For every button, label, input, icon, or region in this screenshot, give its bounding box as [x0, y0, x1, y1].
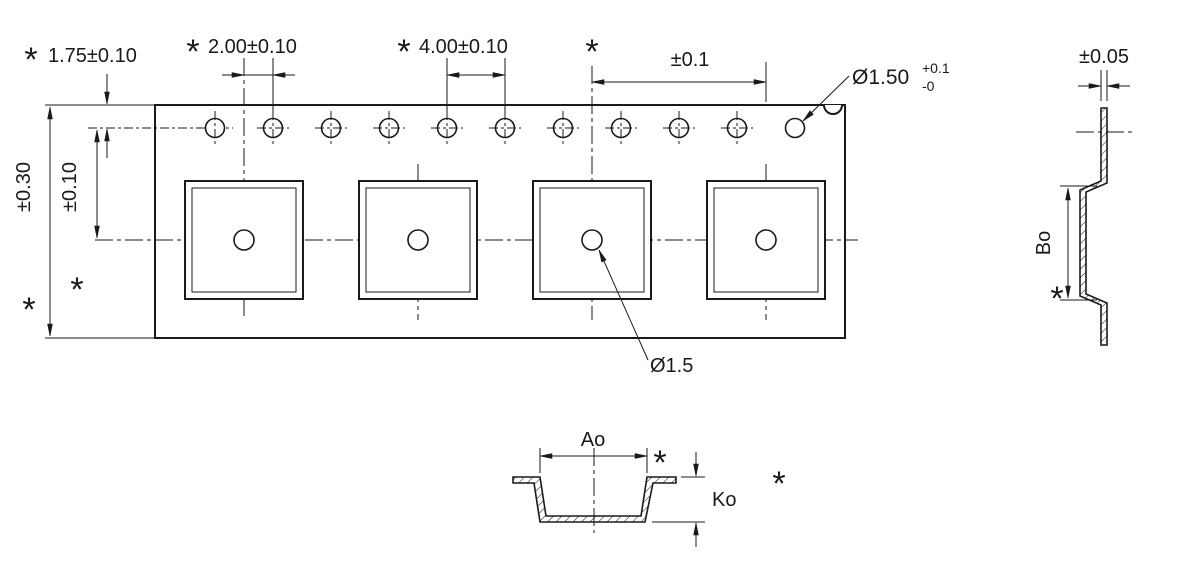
- pocket-section-view: Ao * Ko *: [512, 429, 786, 547]
- dim-label-pocket-to-hole: 2.00±0.10: [208, 36, 297, 58]
- dim-label-tape-width: ±0.30: [13, 162, 35, 212]
- pockets: [184, 180, 826, 300]
- sprocket-hole: [663, 111, 695, 145]
- asterisk-note: *: [24, 41, 37, 79]
- sprocket-hole: [489, 111, 521, 145]
- asterisk-note: *: [70, 271, 83, 309]
- sprocket-hole: [257, 111, 289, 145]
- dim-label-ko: Ko: [712, 489, 736, 511]
- side-view: ±0.05 Bo *: [1033, 46, 1132, 346]
- dim-label-pocket-hole-dia: Ø1.5: [650, 355, 693, 377]
- asterisk-note: *: [397, 33, 410, 71]
- pocket-1: [184, 180, 304, 300]
- dim-label-bo: Bo: [1033, 231, 1055, 255]
- dim-label-thickness: ±0.05: [1079, 46, 1129, 68]
- dim-hole-pitch: * 4.00±0.10: [397, 33, 508, 112]
- sprocket-hole: [315, 111, 347, 145]
- asterisk-note: *: [653, 444, 666, 482]
- pocket-section-profile: [512, 476, 677, 523]
- dim-tape-width: ±0.30 *: [13, 104, 155, 339]
- asterisk-note: *: [772, 465, 785, 503]
- dim-label-sprocket-dia-plus: +0.1: [922, 60, 950, 76]
- dim-pocket-pitch: * ±0.1: [585, 33, 767, 102]
- dim-ko: Ko *: [652, 452, 786, 547]
- callout-pocket-hole-dia: Ø1.5: [598, 249, 693, 377]
- dim-pocket-to-hole: * 2.00±0.10: [186, 33, 297, 112]
- reference-hole: [784, 117, 806, 139]
- asterisk-note: *: [1050, 280, 1063, 318]
- pocket-2: [358, 180, 478, 300]
- sprocket-holes: [204, 111, 806, 145]
- dim-label-edge-to-hole: 1.75±0.10: [48, 45, 137, 67]
- dim-edge-to-hole: * 1.75±0.10: [24, 41, 137, 158]
- asterisk-note: *: [186, 33, 199, 71]
- dim-ao: Ao *: [539, 429, 667, 482]
- dim-bo: Bo *: [1033, 185, 1097, 318]
- sprocket-hole: [605, 111, 637, 145]
- dim-label-pocket-pitch: ±0.1: [671, 49, 710, 71]
- sprocket-hole: [431, 111, 463, 145]
- side-view-profile: [1079, 107, 1108, 346]
- dim-hole-to-center: ±0.10 *: [59, 129, 100, 309]
- callout-sprocket-hole-dia: Ø1.50 +0.1 -0: [802, 60, 950, 122]
- sprocket-hole: [721, 111, 753, 145]
- dim-label-hole-pitch: 4.00±0.10: [419, 36, 508, 58]
- dim-label-sprocket-dia: Ø1.50: [852, 66, 909, 89]
- dim-thickness: ±0.05: [1078, 46, 1130, 101]
- sprocket-hole: [547, 111, 579, 145]
- asterisk-note: *: [585, 33, 598, 71]
- pocket-3: [532, 180, 652, 300]
- dim-label-ao: Ao: [581, 429, 605, 451]
- asterisk-note: *: [22, 291, 35, 329]
- dim-label-hole-to-center: ±0.10: [59, 162, 81, 212]
- dim-label-sprocket-dia-minus: -0: [922, 78, 935, 94]
- sprocket-hole: [373, 111, 405, 145]
- edge-notch: [823, 104, 843, 115]
- pocket-4: [706, 180, 826, 300]
- sprocket-hole: [204, 111, 226, 145]
